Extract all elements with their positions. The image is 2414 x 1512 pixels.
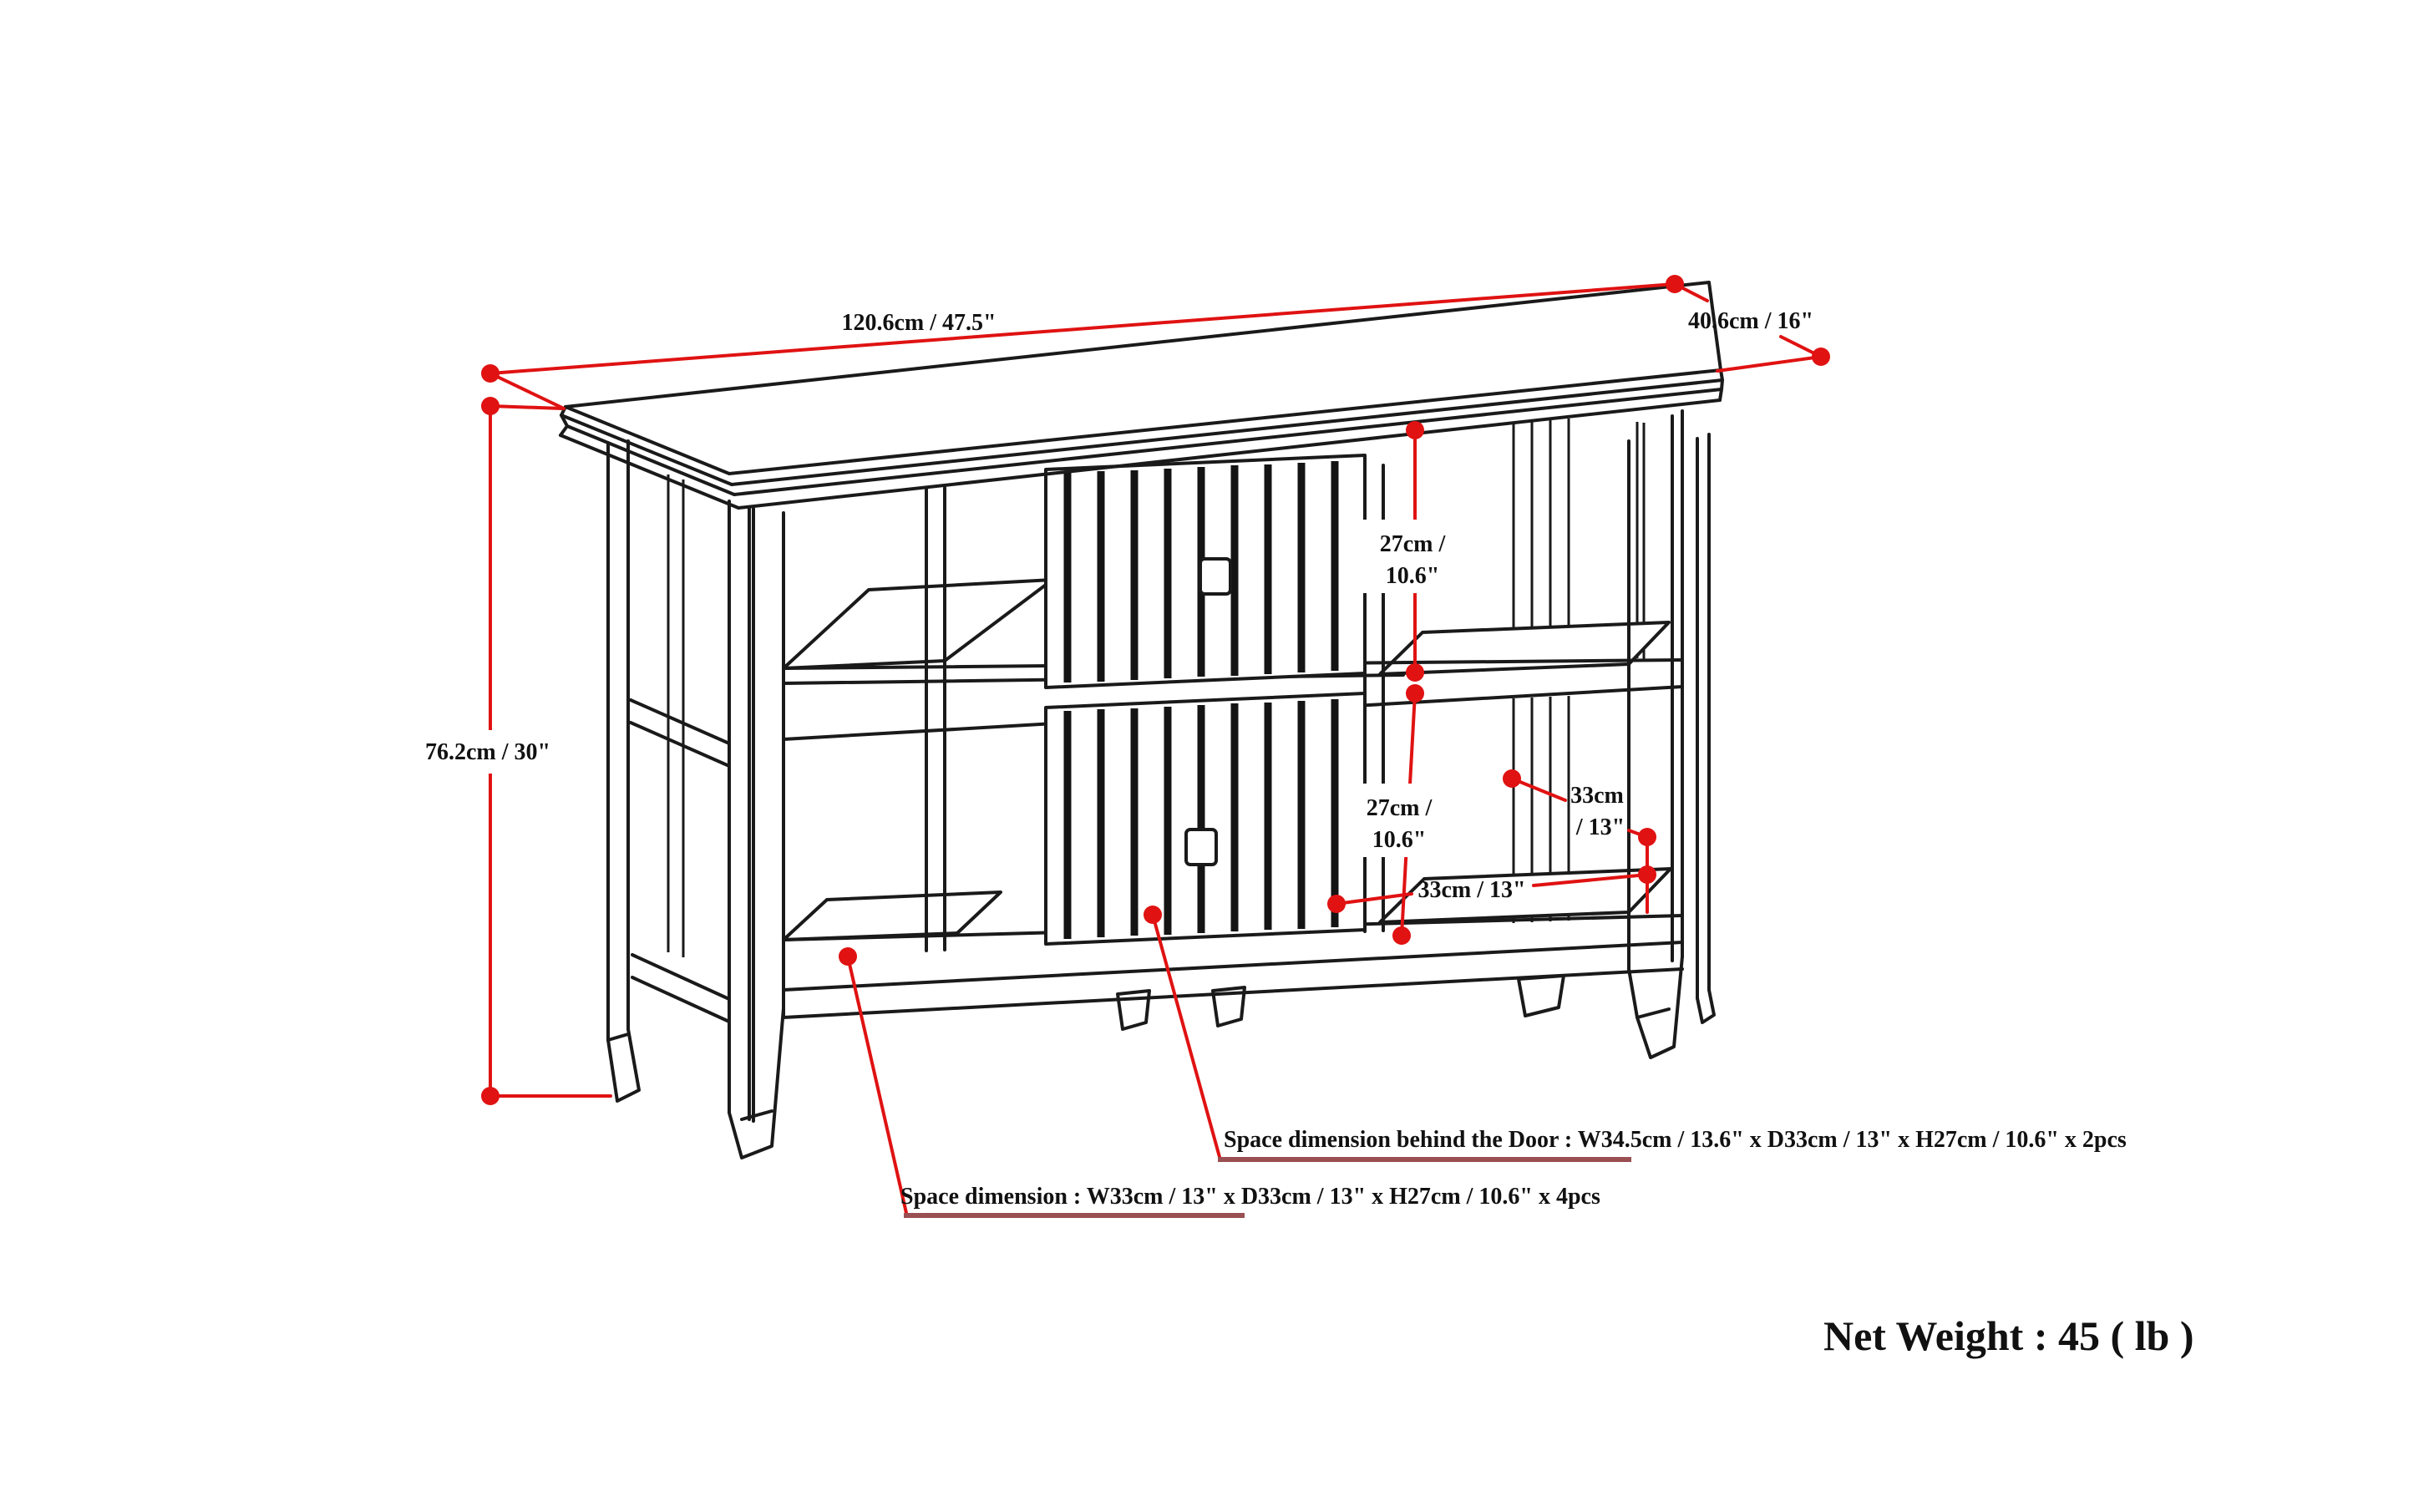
tabletop <box>559 281 1724 510</box>
lower-opening-height-label-line1: 27cm / <box>1367 795 1433 821</box>
upper-door-slats <box>1063 461 1339 682</box>
overall-width-label: 120.6cm / 47.5" <box>841 310 996 336</box>
back-left-leg <box>606 439 641 1103</box>
height-dimension: 76.2cm / 30" <box>408 397 612 1105</box>
space-dimension-label: Space dimension : W33cm / 13" x D33cm / … <box>900 1184 1600 1210</box>
depth-dimension: 40.6cm / 16" <box>1688 308 1830 373</box>
space-dimension-annotation: Space dimension : W33cm / 13" x D33cm / … <box>839 947 1600 1218</box>
console-table-drawing <box>559 281 1724 1159</box>
side-depth-label-line2: / 13" <box>1575 814 1625 840</box>
upper-opening-height-label-line2: 10.6" <box>1386 563 1440 589</box>
overall-depth-label: 40.6cm / 16" <box>1688 308 1813 334</box>
left-side-aprons <box>629 698 731 1023</box>
lower-opening-height-label-line2: 10.6" <box>1372 827 1427 853</box>
dimension-annotations: 120.6cm / 47.5" 40.6cm / 16" 76.2cm / 30… <box>408 275 2193 1359</box>
width-dimension: 120.6cm / 47.5" <box>481 275 1709 410</box>
lower-door-slats <box>1063 699 1339 939</box>
tabletop-molding <box>559 368 1724 510</box>
overall-height-label: 76.2cm / 30" <box>425 739 550 765</box>
space-behind-door-annotation: Space dimension behind the Door : W34.5c… <box>1144 906 2127 1162</box>
shelf-width-label: 33cm / 13" <box>1417 877 1525 903</box>
space-behind-door-label: Space dimension behind the Door : W34.5c… <box>1224 1127 2127 1153</box>
front-right-leg <box>1627 409 1684 1059</box>
lower-opening-height-dimension: 27cm / 10.6" <box>1343 684 1457 945</box>
net-weight-label: Net Weight : 45 ( lb ) <box>1823 1312 2193 1359</box>
front-left-leg <box>728 500 785 1159</box>
center-back-leg-feet <box>1116 974 1565 1031</box>
upper-door <box>1044 454 1367 689</box>
back-right-leg <box>1696 433 1716 1024</box>
side-depth-label-line1: 33cm <box>1570 783 1624 809</box>
lower-door <box>1044 692 1367 946</box>
upper-door-knob <box>1199 557 1232 596</box>
upper-opening-height-label-line1: 27cm / <box>1380 531 1447 557</box>
upper-opening-height-dimension: 27cm / 10.6" <box>1357 421 1470 682</box>
shelf-width-dimension: 33cm / 13" <box>1327 873 1649 913</box>
lower-door-knob <box>1184 828 1218 866</box>
